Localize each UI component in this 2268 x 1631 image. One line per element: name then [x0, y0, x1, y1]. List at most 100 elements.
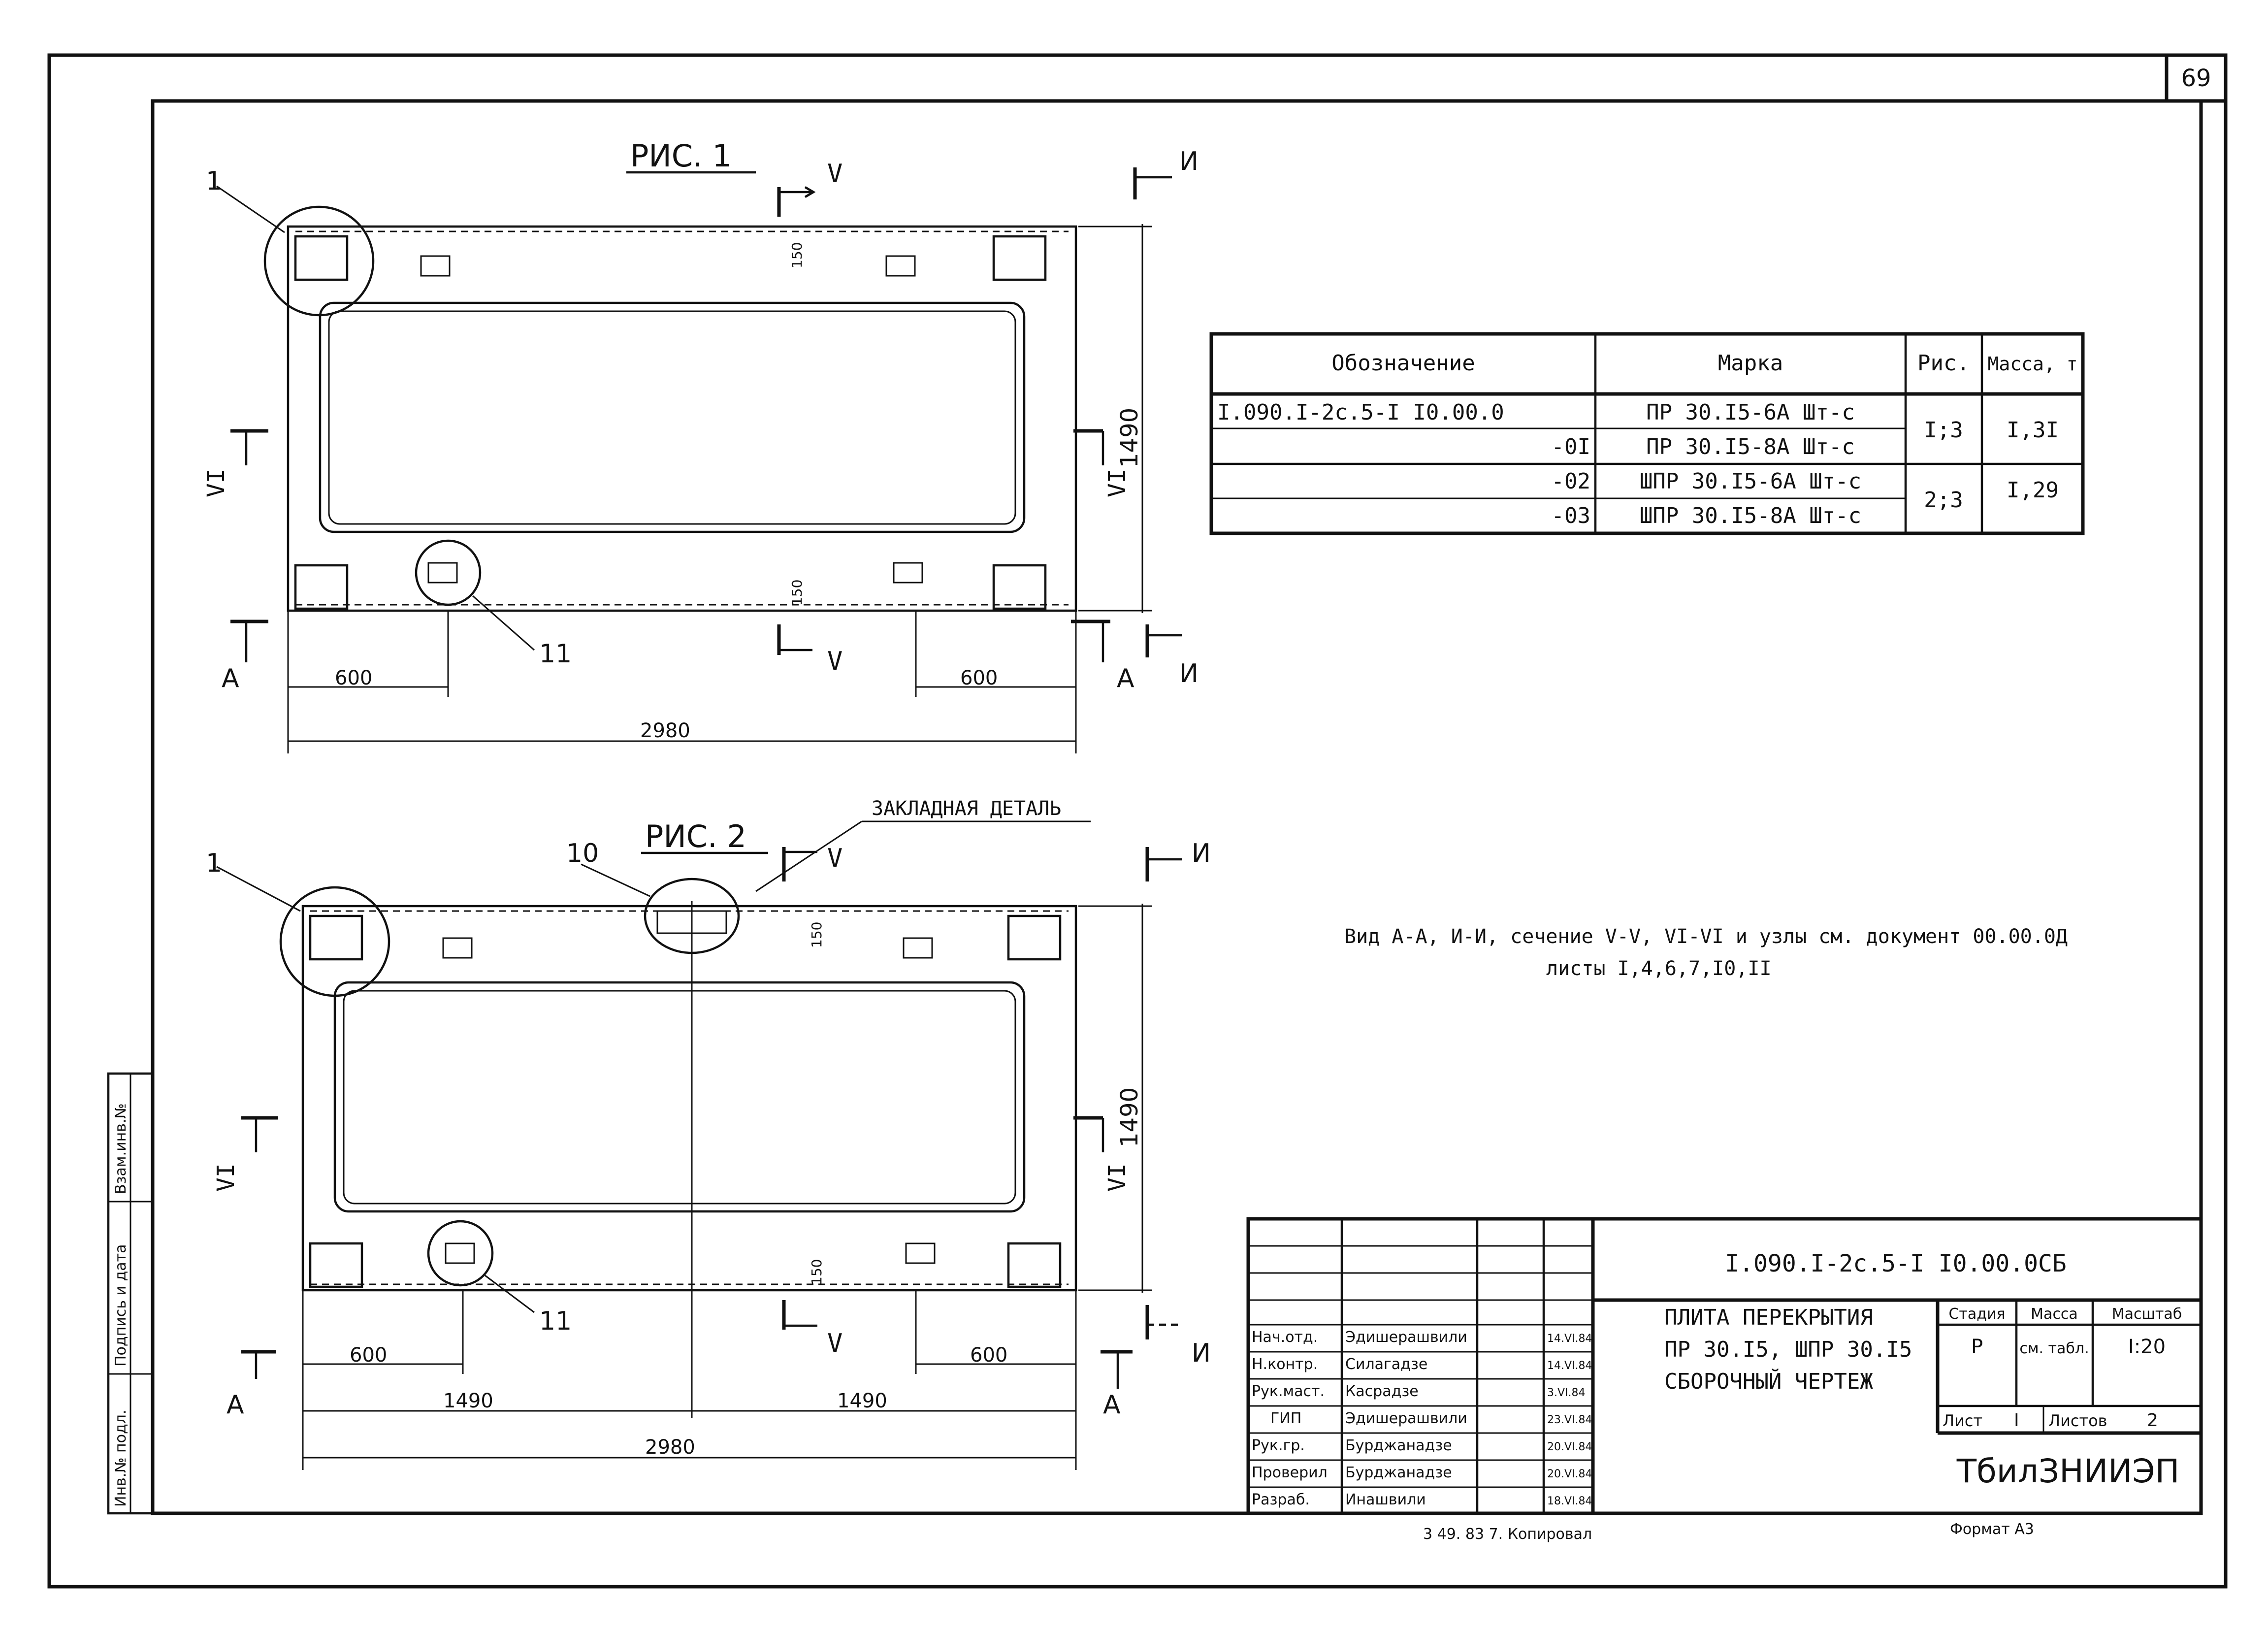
mass-label: Масса: [2031, 1305, 2078, 1323]
corner-block: [309, 914, 363, 961]
side-stamp-inv: Инв.№ подл.: [112, 1410, 130, 1507]
embed-plate: [893, 562, 923, 584]
section-v-bottom: V: [827, 1329, 842, 1358]
role-label: Н.контр.: [1252, 1356, 1318, 1373]
role-name: Инашвили: [1345, 1491, 1426, 1508]
dim-150-top: 150: [809, 922, 825, 948]
section-v-top: V: [827, 159, 842, 189]
role-date: 23.VI.84: [1547, 1414, 1592, 1426]
figure-1-title: РИС. 1: [630, 138, 732, 174]
role-name: Эдишерашвили: [1345, 1410, 1467, 1427]
dim-1490-height: 1490: [1116, 408, 1143, 468]
embed-plate: [905, 1242, 936, 1264]
scale-label: Масштаб: [2112, 1305, 2182, 1323]
dim-600-left: 600: [335, 667, 372, 689]
sheet-number-box: [2165, 53, 2228, 103]
section-vi-left: VI: [202, 469, 230, 497]
stage-value: Р: [1971, 1336, 1983, 1358]
section-vi-right: VI: [1103, 1163, 1131, 1192]
figure-2: РИС. 2 ЗАКЛАДНАЯ ДЕТАЛЬ 1 10 11 V: [206, 797, 1211, 1470]
sheets-value: 2: [2147, 1410, 2158, 1431]
embed-label: ЗАКЛАДНАЯ ДЕТАЛЬ: [872, 797, 1061, 820]
callout-11-label: 11: [539, 639, 572, 669]
dim-150-bottom: 150: [789, 580, 805, 606]
format-label: Формат А3: [1950, 1521, 2034, 1538]
spec-row-designation: -02: [1552, 469, 1590, 494]
slab-outline-2: [301, 905, 1077, 1292]
view-i-top: И: [1179, 147, 1199, 176]
embed-detail-10: [656, 910, 727, 934]
callout-11-label: 11: [539, 1306, 572, 1336]
section-vi-left: VI: [212, 1163, 240, 1192]
role-label: ГИП: [1270, 1410, 1301, 1427]
dim-150-bottom: 150: [809, 1259, 825, 1285]
view-a-right: А: [1103, 1390, 1121, 1420]
dim-2980: 2980: [645, 1436, 695, 1459]
callout-1-label: 1: [206, 848, 222, 878]
role-label: Разраб.: [1252, 1491, 1310, 1508]
view-a-left: А: [222, 664, 239, 693]
note-line-1: Вид А-А, И-И, сечение V-V, VI-VI и узлы …: [1344, 925, 2068, 948]
figure-2-title: РИС. 2: [645, 818, 746, 854]
dim-1490-height: 1490: [1116, 1087, 1143, 1147]
role-label: Проверил: [1252, 1464, 1328, 1481]
note-line-2: листы I,4,6,7,I0,II: [1546, 957, 1772, 980]
side-stamp: Инв.№ подл. Подпись и дата Взам.инв.№: [107, 1072, 154, 1515]
role-date: 14.VI.84: [1547, 1360, 1592, 1372]
role-name: Касрадзе: [1345, 1383, 1419, 1400]
embed-plate: [903, 937, 933, 959]
callout-circle-11: [427, 1220, 494, 1287]
dim-150-top: 150: [789, 242, 805, 268]
side-stamp-replace: Взам.инв.№: [112, 1103, 130, 1194]
embed-plate: [445, 1242, 475, 1264]
role-date: 3.VI.84: [1547, 1387, 1586, 1399]
corner-block: [294, 235, 349, 281]
corner-block: [1007, 914, 1062, 961]
figure-1: РИС. 1 1 11 V V: [202, 138, 1199, 753]
doc-code: I.090.I-2с.5-I I0.00.0СБ: [1725, 1250, 2067, 1277]
spec-group-fig: 2;3: [1924, 488, 1963, 513]
callout-1-label: 1: [206, 166, 222, 196]
spec-row-mark: ШПР 30.I5-6А Шт-с: [1640, 469, 1861, 494]
slab-outline-1: [287, 225, 1077, 612]
callout-circle-11: [415, 539, 482, 606]
outer-frame: [47, 53, 2228, 1589]
sheet-number: 69: [2181, 65, 2211, 92]
dim-600-right: 600: [970, 1344, 1007, 1367]
dim-1490-left: 1490: [443, 1390, 493, 1412]
role-name: Эдишерашвили: [1345, 1329, 1467, 1346]
role-date: 18.VI.84: [1547, 1495, 1592, 1507]
title-block: I.090.I-2с.5-I I0.00.0СБ ПЛИТА ПЕРЕКРЫТИ…: [1246, 1217, 2203, 1515]
embed-plate: [442, 937, 473, 959]
sheet-label: Лист: [1943, 1411, 1982, 1430]
corner-block: [309, 1242, 363, 1288]
role-date: 20.VI.84: [1547, 1468, 1592, 1480]
spec-header-fig: Рис.: [1917, 351, 1970, 376]
mass-value: см. табл.: [2019, 1340, 2089, 1357]
spec-header-designation: Обозначение: [1331, 351, 1475, 376]
spec-group-mass: I,3I: [2007, 418, 2059, 443]
side-stamp-sign: Подпись и дата: [112, 1244, 130, 1367]
view-i-top: И: [1192, 839, 1211, 868]
spec-table: Обозначение Марка Рис. Масса, т I.090.I-…: [1209, 332, 2085, 535]
role-label: Рук.маст.: [1252, 1383, 1325, 1400]
spec-row-mark: ПР 30.I5-8А Шт-с: [1646, 434, 1855, 459]
corner-block: [1007, 1242, 1062, 1288]
title-line-2: ПР 30.I5, ШПР 30.I5: [1664, 1337, 1912, 1362]
spec-header-mass: Масса, т: [1987, 353, 2077, 375]
role-name: Силагадзе: [1345, 1356, 1427, 1373]
view-a-right: А: [1117, 664, 1134, 693]
callout-circle-10: [644, 878, 740, 954]
corner-block: [294, 564, 349, 610]
spec-row-mark: ПР 30.I5-6А Шт-с: [1646, 400, 1855, 425]
view-i-bottom: И: [1179, 659, 1199, 688]
corner-block: [992, 235, 1047, 281]
scale-value: I:20: [2128, 1336, 2166, 1358]
callout-10-label: 10: [566, 839, 599, 868]
role-date: 14.VI.84: [1547, 1333, 1592, 1345]
spec-row-designation: -03: [1552, 503, 1590, 528]
dim-600-left: 600: [350, 1344, 387, 1367]
title-line-1: ПЛИТА ПЕРЕКРЫТИЯ: [1664, 1305, 1873, 1330]
